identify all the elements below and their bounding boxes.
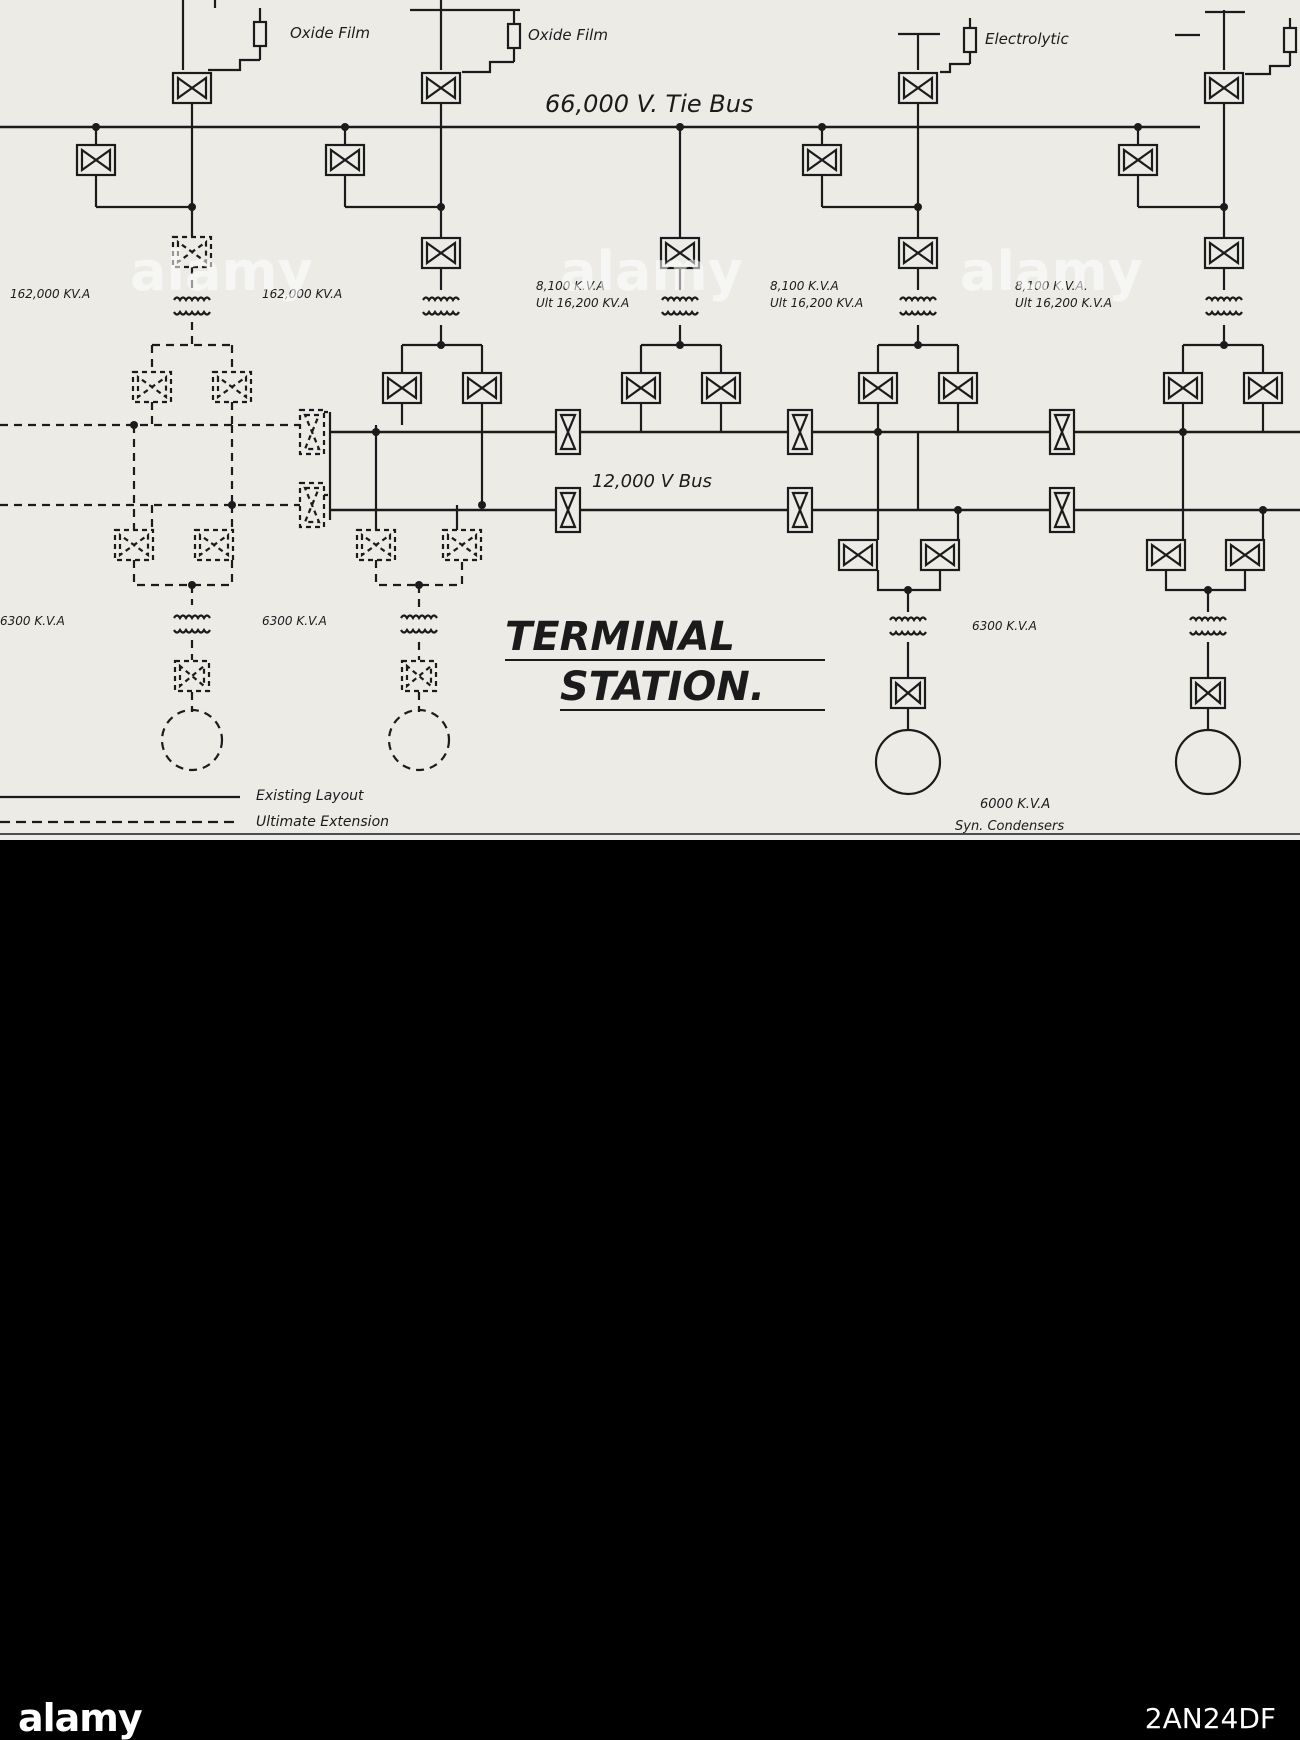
breaker-symbol [1117,143,1159,177]
arrester-3 [898,18,978,74]
breaker-symbol [659,236,701,270]
breaker-symbol [554,486,582,534]
breaker-symbol [837,538,879,572]
breaker-symbol [1162,371,1204,405]
breaker-symbol [211,370,253,404]
arrester-1 [181,0,268,72]
watermark: alamy [560,240,743,303]
footer-bar: alamy 2AN24DF [0,840,1300,1740]
transformers [173,296,1243,636]
breaker-symbol [801,143,843,177]
breaker-symbol [937,371,979,405]
breaker-symbol [1145,538,1187,572]
breaker-symbol [620,371,662,405]
transformer-symbol [400,614,438,634]
breaker-symbol [461,371,503,405]
breaker-symbol [441,528,483,562]
feeder-1 [0,103,330,772]
transformer-symbol [1189,616,1227,636]
watermark: alamy [960,240,1143,303]
breaker-symbol [786,408,814,456]
breaker-symbol [75,143,117,177]
breaker-symbol [324,143,366,177]
breaker-symbol [381,371,423,405]
feeder-3 [639,127,723,432]
breaker-symbol [298,408,326,456]
breaker-symbol [889,676,927,710]
breaker-symbol [131,370,173,404]
breaker-symbol [919,538,961,572]
breaker-symbol [400,659,438,693]
breaker-symbol [420,71,462,105]
breaker-symbol [1203,71,1245,105]
feeder-2 [328,103,484,772]
transformer-symbol [1205,296,1243,316]
breaker-symbol [355,528,397,562]
transformer-symbol [173,296,211,316]
feeder-4 [820,103,960,796]
circuit-breakers [75,71,1284,710]
alamy-logo: alamy [18,1696,143,1740]
watermark: alamy [130,240,313,303]
breaker-symbol [173,659,211,693]
breaker-symbol [298,481,326,529]
terminal-station-diagram: Oxide Film Oxide Film Electrolytic 66,00… [0,0,1300,840]
breaker-symbol [897,71,939,105]
one-line-schematic [0,0,1300,835]
junction-dots [92,123,1267,594]
breaker-symbol [1189,676,1227,710]
breaker-symbol [1203,236,1245,270]
breaker-symbol [1048,486,1076,534]
image-id: 2AN24DF [1144,1702,1276,1735]
transformer-symbol [173,614,211,634]
breaker-symbol [171,71,213,105]
breaker-symbol [171,235,213,269]
arrester-2 [410,0,522,74]
transformer-symbol [889,616,927,636]
transformer-symbol [661,296,699,316]
breaker-symbol [420,236,462,270]
breaker-symbol [1048,408,1076,456]
arrester-4 [1175,10,1298,76]
breaker-symbol [1242,371,1284,405]
breaker-symbol [700,371,742,405]
breaker-symbol [1224,538,1266,572]
transformer-symbol [422,296,460,316]
breaker-symbol [786,486,814,534]
breaker-symbol [857,371,899,405]
breaker-symbol [897,236,939,270]
breaker-symbol [193,528,235,562]
breaker-symbol [113,528,155,562]
breaker-symbol [554,408,582,456]
transformer-symbol [899,296,937,316]
